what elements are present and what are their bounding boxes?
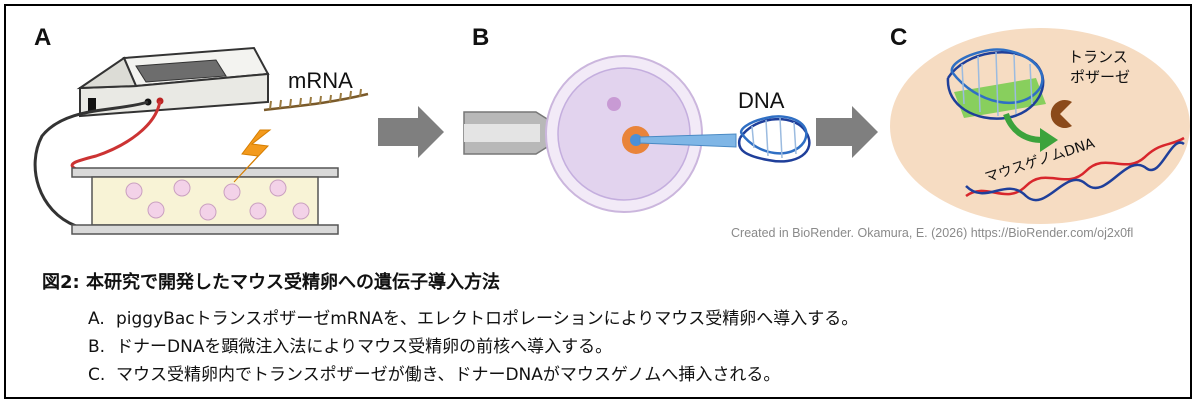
caption-item-b: B. ドナーDNAを顕微注入法によりマウス受精卵の前核へ導入する。 <box>88 332 612 357</box>
caption-item-a-key: A. <box>88 309 105 329</box>
panel-a-letter: A <box>34 24 52 51</box>
dna-label: DNA <box>738 88 785 113</box>
arrow-a-to-b-icon <box>378 106 444 158</box>
caption-item-c: C. マウス受精卵内でトランスポザーゼが働き、ドナーDNAがマウスゲノムへ挿入され… <box>88 360 780 385</box>
caption-item-c-key: C. <box>88 365 106 385</box>
insertion-arrow-head-icon <box>1040 128 1058 152</box>
mrna-strand <box>263 88 369 112</box>
figure-caption-title: 図2: 本研究で開発したマウス受精卵への遺伝子導入方法 <box>42 272 500 293</box>
panel-b-letter: B <box>472 24 490 51</box>
zygote-background-oval <box>890 28 1190 224</box>
biorender-credit: Created in BioRender. Okamura, E. (2026)… <box>731 226 1134 240</box>
caption-item-a-text: piggyBacトランスポザーゼmRNAを、エレクトロポレーションによりマウス受… <box>116 309 859 329</box>
insertion-arrow-icon <box>1003 112 1043 143</box>
holding-pipette <box>463 111 553 155</box>
lightning-bolt-icon <box>233 129 272 183</box>
caption-item-a: A. piggyBacトランスポザーゼmRNAを、エレクトロポレーションによりマウ… <box>88 304 858 329</box>
donor-dna-loop <box>737 115 811 163</box>
caption-item-c-text: マウス受精卵内でトランスポザーゼが働き、ドナーDNAがマウスゲノムへ挿入される。 <box>116 365 781 385</box>
transposase-pacman-icon <box>1050 100 1072 128</box>
caption-item-b-text: ドナーDNAを顕微注入法によりマウス受精卵の前核へ導入する。 <box>116 337 613 357</box>
figure-frame: A mRNA B DNA C トランス ポザーゼ マウスゲノムDNA Creat… <box>4 4 1192 399</box>
electrode-wires <box>33 100 162 228</box>
plasmid-with-transposon <box>946 48 1046 120</box>
arrow-b-to-c-icon <box>816 106 878 158</box>
electroporation-chamber <box>71 167 339 235</box>
electroporator-device <box>76 46 270 118</box>
genome-dna-helix <box>965 136 1185 202</box>
mouse-zygote <box>545 55 703 213</box>
mrna-label: mRNA <box>288 68 353 93</box>
panel-c-letter: C <box>890 24 908 51</box>
injection-needle <box>639 133 737 148</box>
transposase-label-line2: ポザーゼ <box>1070 68 1131 86</box>
transposase-label-line1: トランス <box>1068 48 1128 66</box>
illustration <box>33 28 1190 235</box>
caption-item-b-key: B. <box>88 337 106 357</box>
